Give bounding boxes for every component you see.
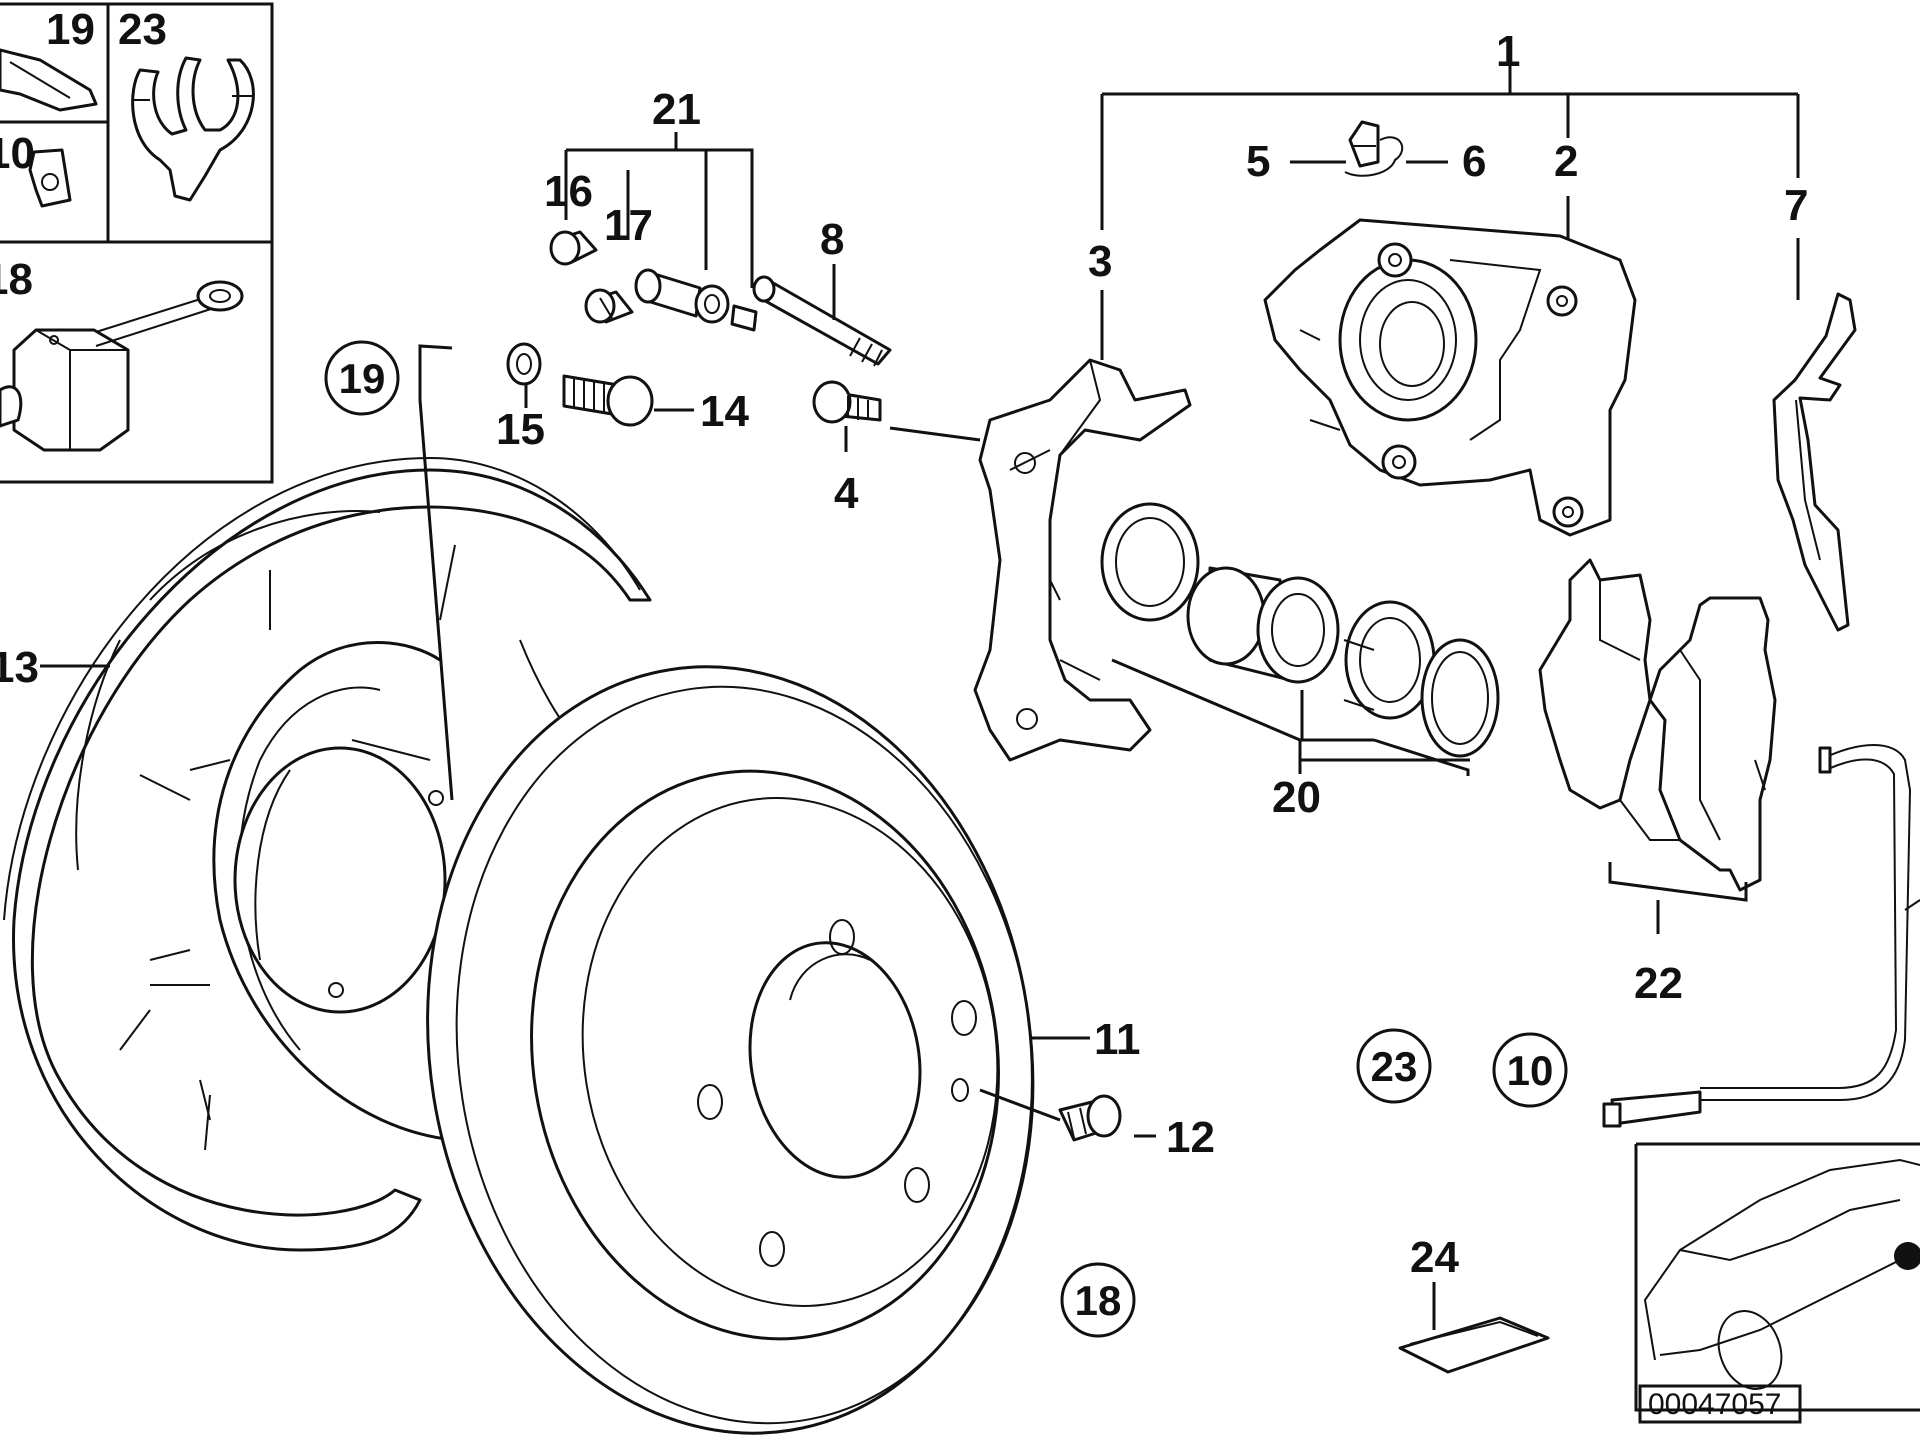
- label-15: 15: [496, 405, 545, 454]
- ref-18: 18: [1075, 1277, 1122, 1324]
- label-21: 21: [652, 85, 701, 134]
- label-24: 24: [1410, 1233, 1459, 1282]
- ref-circle-10: [1492, 1032, 1568, 1108]
- ref-19: 19: [339, 355, 386, 402]
- label-1: 1: [1496, 27, 1520, 76]
- vehicle-locator-inset: 00047057: [1634, 1142, 1920, 1424]
- inset-part-19-drawing: [0, 48, 98, 112]
- part-labels: 1 2 3 4 5 6 7 8 11 12 13 14 15 16 17 20 …: [0, 27, 1808, 1282]
- inset-part-23-drawing: [131, 56, 255, 202]
- label-16: 16: [544, 167, 593, 216]
- ref-10: 10: [1507, 1047, 1554, 1094]
- label-11: 11: [1094, 1015, 1141, 1064]
- assembly-paste-24: [1398, 1316, 1550, 1374]
- circled-references: 19 18 23 10: [324, 340, 1568, 1338]
- label-7: 7: [1784, 181, 1808, 230]
- brake-pads-22: [1538, 558, 1777, 892]
- label-12: 12: [1166, 1113, 1215, 1162]
- label-17: 17: [604, 201, 653, 250]
- leader-lines: [40, 58, 1800, 1330]
- retaining-spring-7: [1772, 292, 1857, 632]
- inset-label-19: 19: [46, 5, 95, 54]
- inset-panel: 19 23 10 18: [0, 2, 274, 484]
- plug-16: [549, 230, 598, 266]
- caliper-carrier-3: [973, 358, 1192, 762]
- label-22: 22: [1634, 959, 1683, 1008]
- piston-kit-20: [1100, 502, 1500, 758]
- label-4: 4: [834, 469, 859, 518]
- label-2: 2: [1554, 137, 1578, 186]
- screw-12: [1058, 1094, 1122, 1142]
- label-20: 20: [1272, 773, 1321, 822]
- washer-15: [506, 342, 542, 386]
- locator-marker: [1894, 1242, 1920, 1270]
- inset-part-18-drawing: [0, 280, 244, 452]
- caliper-housing-2: [1263, 218, 1637, 537]
- ref-circle-23: [1356, 1028, 1432, 1104]
- label-13: 13: [0, 643, 39, 692]
- label-6: 6: [1462, 137, 1486, 186]
- ref-23: 23: [1371, 1043, 1418, 1090]
- guide-pin-8: [752, 275, 892, 367]
- label-5: 5: [1246, 137, 1270, 186]
- bleed-screw-5-cap-6: [1344, 120, 1404, 177]
- inset-label-23: 23: [118, 5, 167, 54]
- ref-circle-19: [324, 340, 400, 416]
- wear-sensor-cable: [1602, 744, 1920, 1128]
- inset-part-10-drawing: [28, 148, 72, 208]
- cap-17: [584, 288, 634, 324]
- label-3: 3: [1088, 237, 1112, 286]
- bolt-14: [562, 374, 654, 427]
- brake-disc-11: [426, 665, 1035, 1435]
- ref-circle-18: [1060, 1262, 1136, 1338]
- label-8: 8: [820, 215, 844, 264]
- bolt-4: [812, 380, 882, 424]
- drawing-number: 00047057: [1648, 1388, 1781, 1421]
- label-14: 14: [700, 387, 749, 436]
- dust-shield-13: [3, 456, 652, 1252]
- sleeve-set-21: [634, 268, 758, 332]
- inset-label-18: 18: [0, 255, 33, 304]
